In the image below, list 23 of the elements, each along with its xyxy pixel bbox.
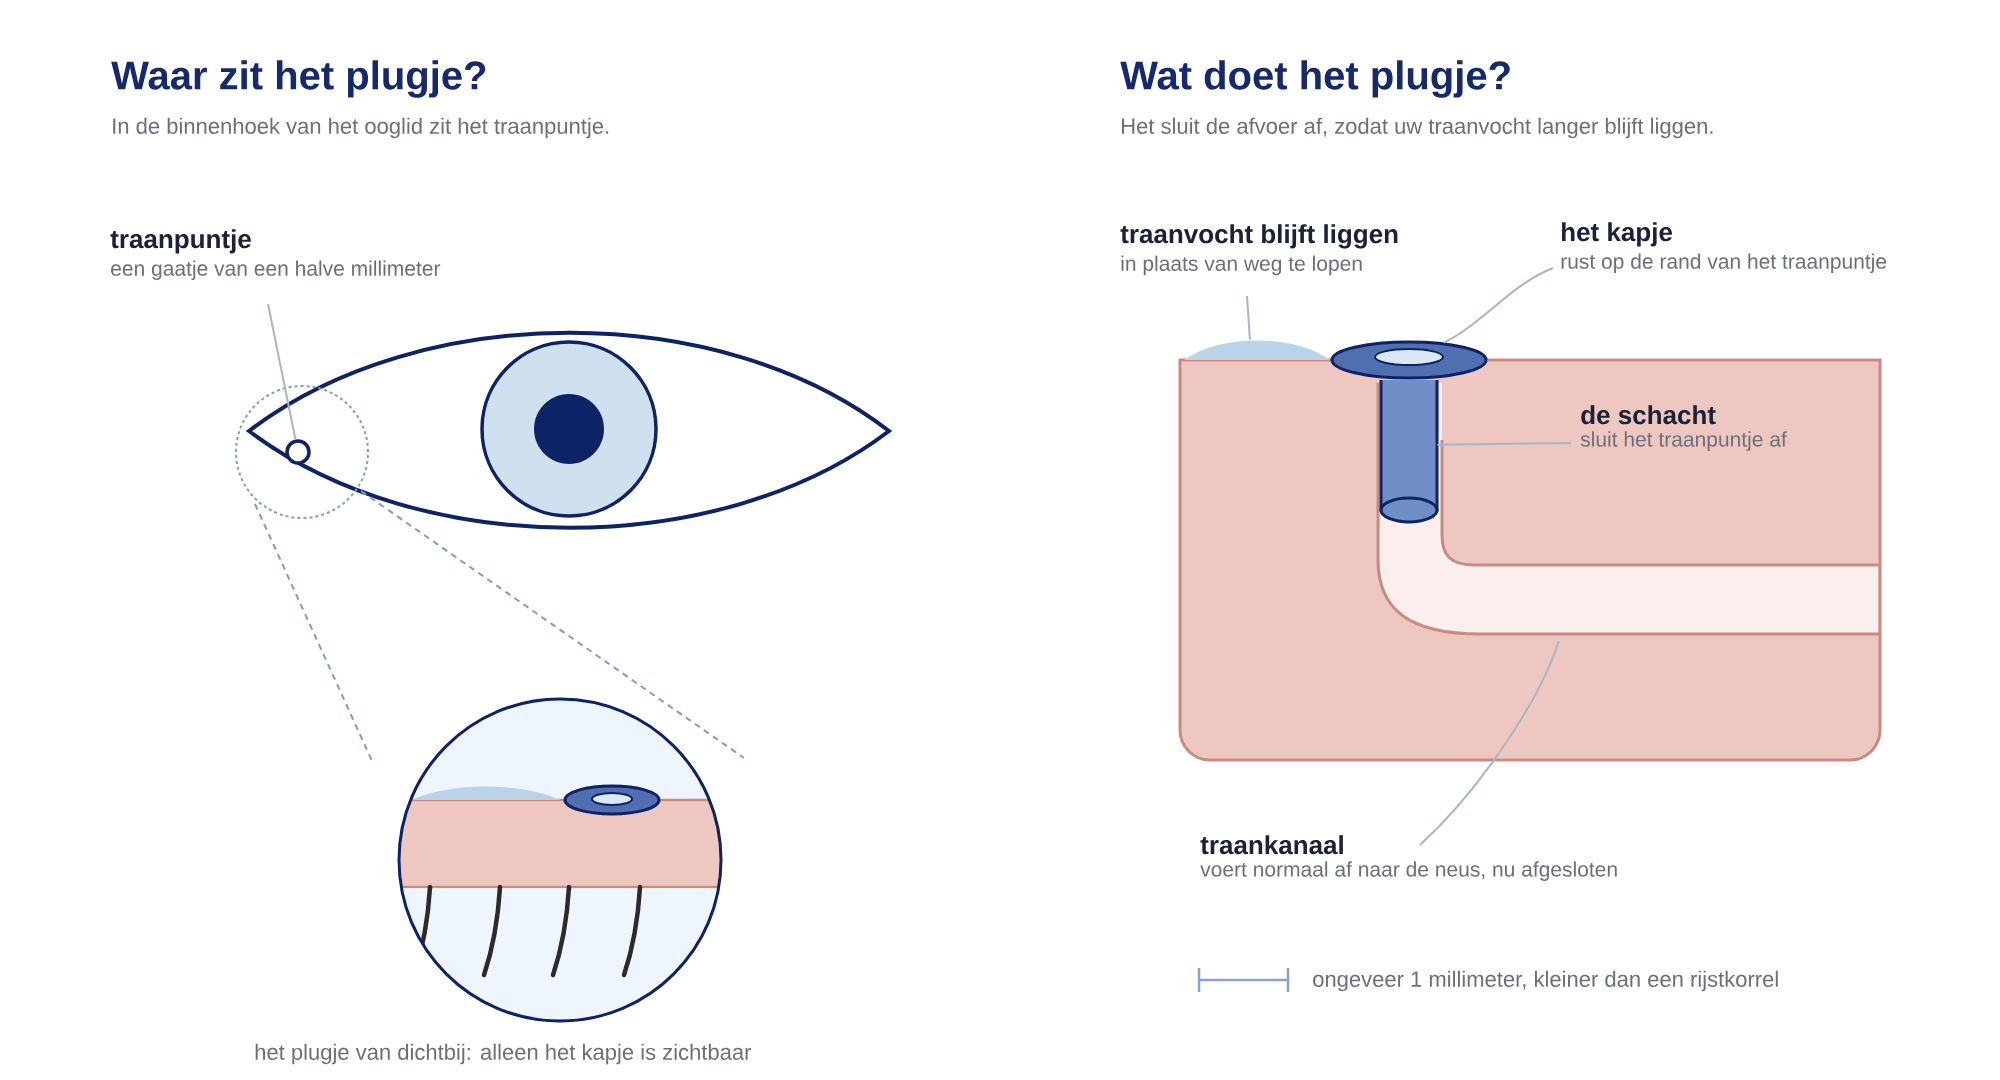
subtitle: Het sluit de afvoer af, zodat uw traanvocht langer blijft liggen. xyxy=(1122,117,1713,139)
small-circle xyxy=(285,439,311,465)
annotation-text: het kapje rust op de rand van het traanpuntje xyxy=(1561,222,1887,273)
leader-line xyxy=(1436,442,1572,446)
subtitle: In de binnenhoek van het ooglid zit het traanpuntje. xyxy=(113,117,609,139)
zoom-line xyxy=(254,503,373,762)
leader-line xyxy=(1246,295,1251,341)
heading: Waar zit het plugje? xyxy=(111,60,486,98)
zoom-line xyxy=(360,490,745,759)
plug-cap xyxy=(1330,340,1488,380)
annotation-text: traanpuntje een gaatje van een halve millimeter xyxy=(110,229,441,280)
tear-film-drawing xyxy=(1184,340,1330,360)
annotation-text: de schacht sluit het traanpuntje af xyxy=(1580,405,1787,451)
leader-line xyxy=(1442,267,1554,344)
plug-shaft xyxy=(1379,378,1439,524)
leader-line xyxy=(267,303,297,441)
scale-note: ongeveer 1 millimeter, kleiner dan een rijstkorrel xyxy=(1313,970,1778,992)
dashed-circle xyxy=(235,385,369,519)
annotation-text: traankanaal voert normaal af naar de neus, nu afgesloten xyxy=(1200,835,1617,881)
caption: het plugje van dichtbij: alleen het kapje is zichtbaar xyxy=(255,1043,752,1065)
annotation-text: traanvocht blijft liggen in plaats van weg te lopen xyxy=(1120,224,1398,276)
heading: Wat doet het plugje? xyxy=(1120,60,1510,98)
leader-line xyxy=(1419,640,1560,846)
